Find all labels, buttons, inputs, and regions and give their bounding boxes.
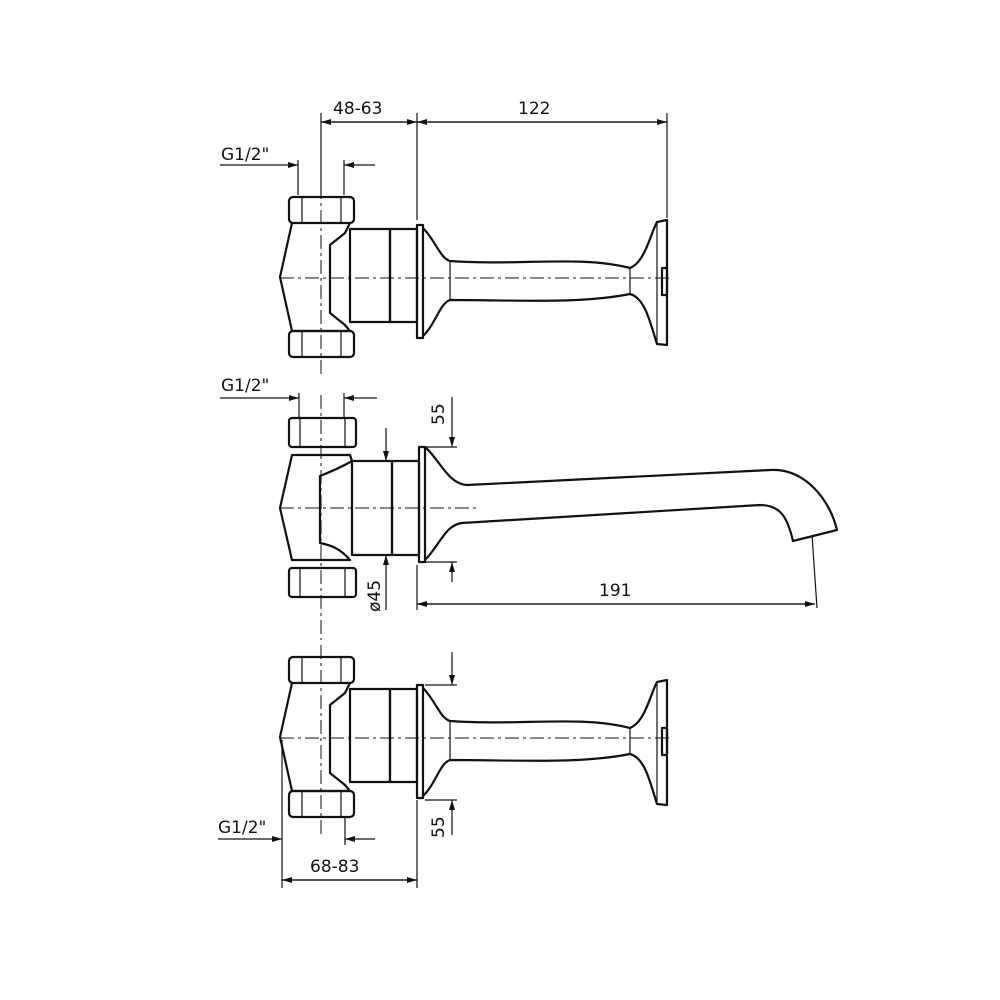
middle-dimensions: G1/2" 55 ø45 191 [220, 376, 818, 612]
top-valve-assembly [278, 183, 674, 377]
dimension-55-middle: 55 [429, 403, 449, 425]
bottom-dimensions: 55 G1/2" 68-83 [218, 652, 457, 888]
dimension-68-83: 68-83 [310, 857, 359, 877]
dimension-48-63: 48-63 [333, 99, 382, 119]
spout-assembly [278, 395, 839, 640]
thread-label-top: G1/2" [221, 145, 269, 165]
top-dimensions: 48-63 122 G1/2" [220, 99, 668, 220]
thread-label-middle: G1/2" [221, 376, 269, 396]
dimension-122: 122 [518, 99, 550, 119]
dimension-191: 191 [599, 581, 631, 601]
dimension-diameter-45: ø45 [365, 580, 385, 612]
thread-label-bottom: G1/2" [218, 818, 266, 838]
dimension-55-bottom: 55 [429, 816, 449, 838]
bottom-valve-assembly [278, 643, 674, 837]
